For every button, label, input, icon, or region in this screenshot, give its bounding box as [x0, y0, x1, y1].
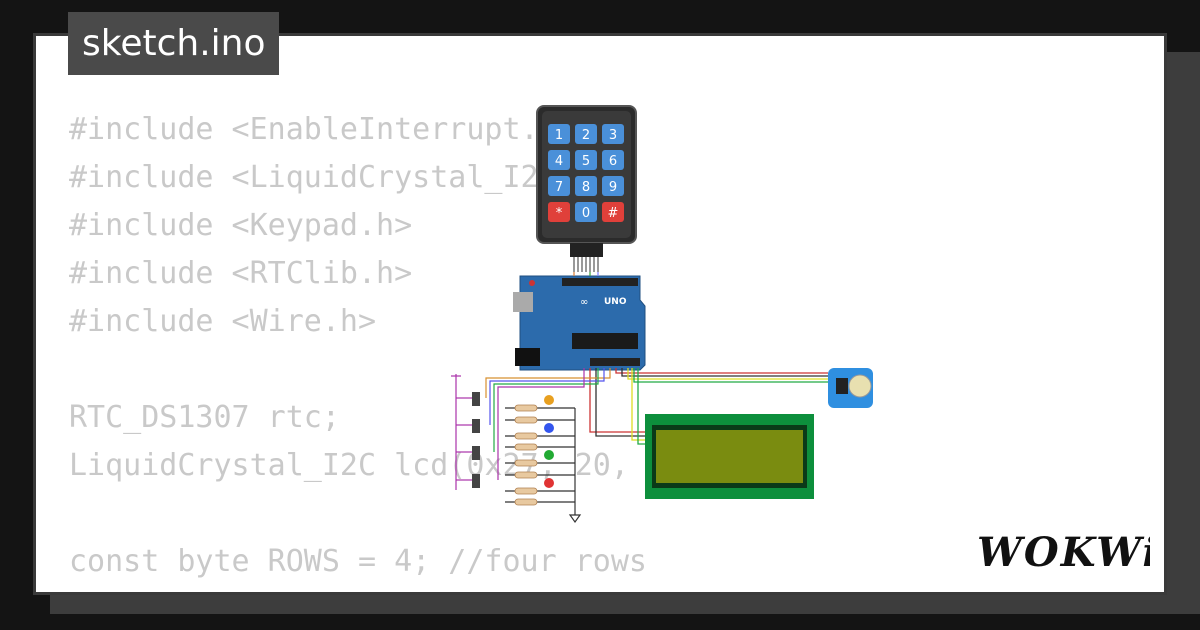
file-tab: sketch.ino: [68, 12, 280, 75]
keypad-key-label: 2: [582, 128, 590, 143]
keypad-key: [575, 176, 597, 196]
keypad-key: [548, 202, 570, 222]
keypad-key-label: 3: [609, 128, 617, 143]
code-preview: #include <EnableInterrupt.h>#include <Li…: [69, 106, 719, 592]
keypad-key: [575, 202, 597, 222]
code-line: #include <Keypad.h>: [69, 208, 413, 243]
arduino-uno: UNO ∞: [513, 275, 646, 371]
keypad-key-label: 9: [609, 180, 617, 195]
keypad-key-label: 0: [582, 206, 590, 221]
keypad-key: [575, 124, 597, 144]
keypad-key-label: 5: [582, 154, 590, 169]
keypad-key: [602, 176, 624, 196]
code-line: RTC_DS1307 rtc;: [69, 400, 340, 435]
keypad-key-label: 1: [555, 128, 563, 143]
resistors: [514, 404, 538, 506]
rtc-module: [828, 368, 873, 408]
circuit-diagram: 1 2 3 4 5 6 7 8 9 * 0 # UNO ∞: [451, 105, 873, 524]
lcd-display: [645, 414, 814, 499]
keypad-key-label: #: [608, 206, 619, 221]
code-line: #include <Wire.h>: [69, 304, 377, 339]
keypad-key-label: 4: [555, 154, 563, 169]
svg-text:∞: ∞: [580, 297, 588, 308]
keypad-key-label: 6: [609, 154, 617, 169]
wokwi-logo: WOKWi: [977, 529, 1150, 574]
code-line: #include <EnableInterrupt.h>: [69, 112, 575, 147]
keypad-key: [548, 176, 570, 196]
keypad-key-label: 8: [582, 180, 590, 195]
code-line: const byte COLS = 3; //three columns: [69, 586, 719, 592]
code-line: const byte ROWS = 4; //four rows: [69, 544, 647, 579]
keypad-key-label: *: [556, 206, 563, 221]
leds: [544, 395, 554, 488]
keypad-key-label: 7: [555, 180, 563, 195]
arduino-label: UNO: [604, 297, 627, 307]
keypad-key: [602, 150, 624, 170]
keypad-key: [602, 124, 624, 144]
keypad: 1 2 3 4 5 6 7 8 9 * 0 #: [536, 105, 637, 272]
keypad-key: [575, 150, 597, 170]
code-line: #include <RTClib.h>: [69, 256, 413, 291]
keypad-key: [548, 124, 570, 144]
wokwi-logo-text: WOKWi: [977, 529, 1150, 574]
push-buttons: [472, 392, 480, 488]
keypad-key: [548, 150, 570, 170]
keypad-key: [602, 202, 624, 222]
